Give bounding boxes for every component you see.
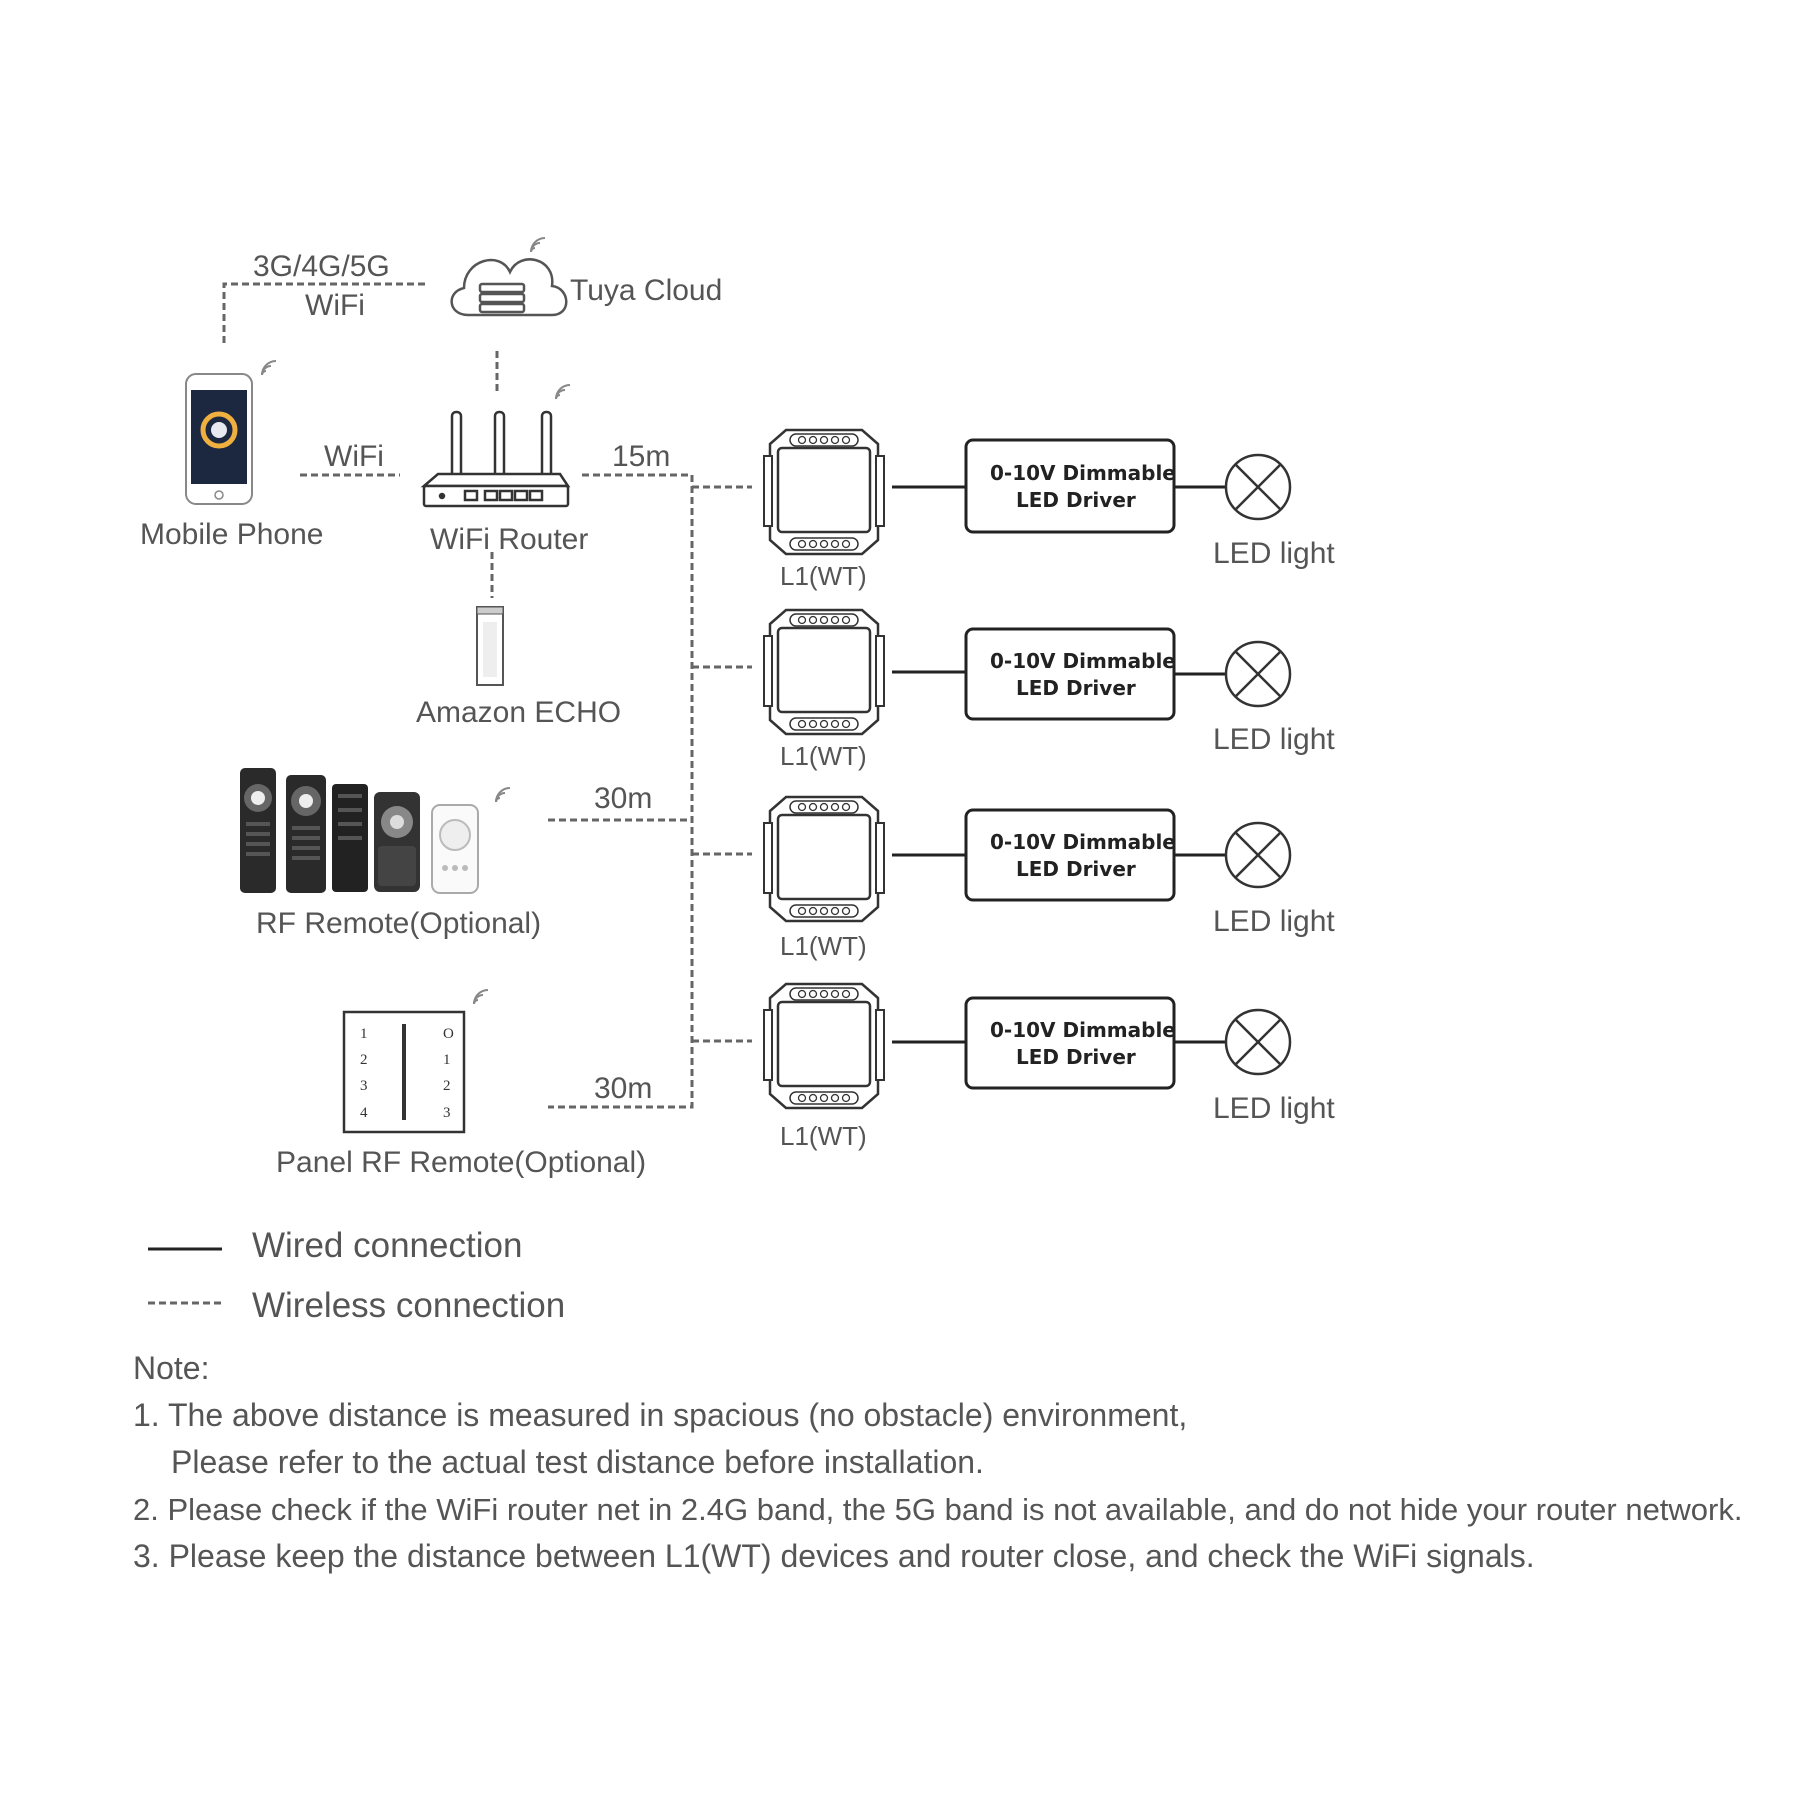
led-light-label: LED light [1213, 1092, 1335, 1125]
device-label: L1(WT) [780, 741, 867, 771]
driver-line-1: 0-10V Dimmable [990, 1018, 1176, 1042]
l1-module [762, 982, 886, 1110]
driver-line-2: LED Driver [1016, 857, 1136, 881]
cloud-label: Tuya Cloud [570, 274, 722, 307]
amazon-echo-icon [476, 606, 504, 686]
panel-label: Panel RF Remote(Optional) [276, 1146, 646, 1179]
led-light-icon [1224, 640, 1292, 708]
legend: Wired connection Wireless connection [148, 1226, 565, 1325]
driver-line-2: LED Driver [1016, 488, 1136, 512]
echo-label: Amazon ECHO [416, 696, 621, 729]
wifi-router-icon [420, 383, 572, 508]
mobile-phone-icon [185, 360, 277, 505]
panel-key-l3: 3 [360, 1078, 368, 1094]
row-3: 0-10V Dimmable LED Driver LED light L1(W… [762, 795, 1335, 961]
phone-cloud-link [222, 282, 428, 343]
row-1: 0-10V Dimmable LED Driver LED light L1(W… [762, 428, 1335, 591]
note-2: 2. Please check if the WiFi router net i… [133, 1492, 1743, 1527]
led-driver-box [964, 996, 1176, 1090]
panel-key-l1: 1 [360, 1026, 368, 1042]
led-light-icon [1224, 1008, 1292, 1076]
l1-module [762, 608, 886, 736]
device-label: L1(WT) [780, 931, 867, 961]
row-4: 0-10V Dimmable LED Driver LED light L1(W… [762, 982, 1335, 1151]
led-light-icon [1224, 453, 1292, 521]
panel-keys: 1 2 3 4 O 1 2 3 [360, 1026, 454, 1121]
phone-link-label: WiFi [324, 440, 384, 473]
device-label: L1(WT) [780, 1121, 867, 1151]
driver-line-1: 0-10V Dimmable [990, 461, 1176, 485]
driver-line-2: LED Driver [1016, 676, 1136, 700]
device-label: L1(WT) [780, 561, 867, 591]
router-bus-link [548, 473, 694, 1109]
led-driver-box [964, 808, 1176, 902]
network-wifi-label: WiFi [305, 289, 365, 322]
note-1-continued: Please refer to the actual test distance… [171, 1444, 984, 1480]
panel-remote-icon [342, 989, 489, 1134]
panel-key-r3: 2 [443, 1078, 451, 1094]
note-1: 1. The above distance is measured in spa… [133, 1397, 1188, 1433]
rf-remote-label: RF Remote(Optional) [256, 907, 541, 940]
cloud-icon [450, 236, 568, 317]
led-driver-box [964, 438, 1176, 534]
network-label: 3G/4G/5G [253, 250, 390, 283]
panel-key-r1: O [443, 1026, 454, 1042]
note-3: 3. Please keep the distance between L1(W… [133, 1538, 1535, 1574]
legend-wired-label: Wired connection [252, 1226, 522, 1265]
legend-wireless-label: Wireless connection [252, 1286, 565, 1325]
phone-label: Mobile Phone [140, 518, 323, 551]
led-light-label: LED light [1213, 905, 1335, 938]
router-distance-label: 15m [612, 440, 670, 473]
led-light-label: LED light [1213, 723, 1335, 756]
led-driver-box [964, 627, 1176, 721]
row-2: 0-10V Dimmable LED Driver LED light L1(W… [762, 608, 1335, 771]
l1-module [762, 795, 886, 923]
rf-distance-label: 30m [594, 782, 652, 815]
driver-line-2: LED Driver [1016, 1045, 1136, 1069]
panel-key-l2: 2 [360, 1052, 368, 1068]
router-label: WiFi Router [430, 523, 588, 556]
driver-line-1: 0-10V Dimmable [990, 830, 1176, 854]
l1-module [762, 428, 886, 556]
panel-distance-label: 30m [594, 1072, 652, 1105]
panel-key-r4: 3 [443, 1105, 451, 1121]
panel-key-r2: 1 [443, 1052, 451, 1068]
led-light-label: LED light [1213, 537, 1335, 570]
wireless-links [222, 282, 752, 1109]
driver-line-1: 0-10V Dimmable [990, 649, 1176, 673]
rf-remotes-icon [240, 768, 511, 894]
panel-key-l4: 4 [360, 1105, 368, 1121]
led-light-icon [1224, 821, 1292, 889]
notes-heading: Note: [133, 1350, 210, 1386]
notes-section: Note: 1. The above distance is measured … [133, 1345, 1773, 1580]
